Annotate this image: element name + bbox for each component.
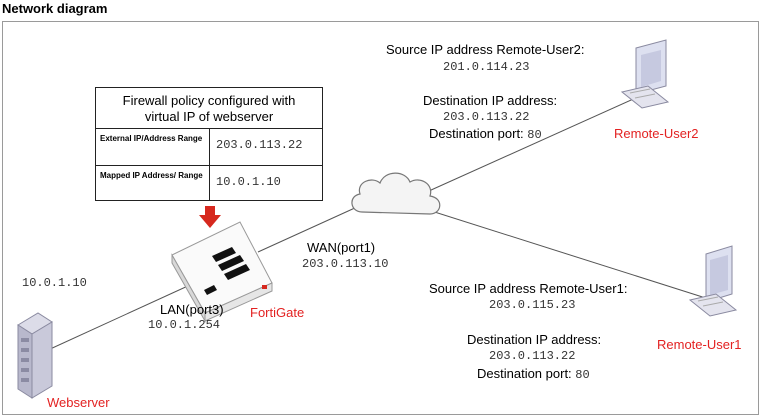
link-fortigate-cloud	[257, 201, 369, 253]
diagram-frame	[2, 21, 759, 415]
remote-user1-source-label: Source IP address Remote-User1:	[429, 281, 628, 296]
policy-table-heading: Firewall policy configured with virtual …	[96, 88, 322, 129]
policy-row-mapped: Mapped IP Address/ Range 10.0.1.10	[96, 165, 322, 201]
internet-cloud-icon	[351, 172, 441, 215]
link-fortigate-webserver	[47, 284, 191, 351]
diagram-title: Network diagram	[2, 1, 108, 16]
remote-user2-dest-ip: 203.0.113.22	[443, 110, 530, 124]
link-cloud-remote-user1	[421, 207, 713, 301]
policy-row-value: 10.0.1.10	[216, 175, 281, 189]
webserver-ip: 10.0.1.10	[22, 276, 87, 290]
lan-ip: 10.0.1.254	[148, 318, 221, 332]
policy-heading-line2: virtual IP of webserver	[144, 109, 274, 124]
remote-user2-port-label: Destination port:	[429, 126, 524, 141]
link-cloud-remote-user2	[419, 95, 641, 196]
remote-user2-source-label: Source IP address Remote-User2:	[386, 42, 585, 57]
webserver-icon	[17, 312, 53, 399]
remote-user2-port-line: Destination port: 80	[429, 126, 542, 142]
webserver-name: Webserver	[47, 395, 110, 410]
policy-row-value: 203.0.113.22	[216, 138, 303, 152]
remote-user2-port-value: 80	[527, 128, 542, 142]
remote-user1-name: Remote-User1	[657, 337, 742, 352]
wan-ip: 203.0.113.10	[302, 257, 389, 271]
remote-user2-monitor-icon	[620, 39, 670, 109]
firewall-policy-table: Firewall policy configured with virtual …	[95, 87, 323, 201]
policy-row-external: External IP/Address Range 203.0.113.22	[96, 129, 322, 165]
policy-arrow-icon	[199, 206, 221, 228]
remote-user1-source-ip: 203.0.115.23	[489, 298, 576, 312]
remote-user1-monitor-icon	[688, 245, 738, 317]
policy-heading-line1: Firewall policy configured with	[122, 93, 296, 108]
remote-user1-dest-label: Destination IP address:	[467, 332, 602, 347]
remote-user2-dest-label: Destination IP address:	[423, 93, 558, 108]
fortigate-device-icon	[171, 221, 273, 323]
remote-user1-port-label: Destination port:	[477, 366, 572, 381]
remote-user2-source-ip: 201.0.114.23	[443, 60, 530, 74]
lan-port-label: LAN(port3)	[160, 302, 224, 317]
wan-port-label: WAN(port1)	[307, 240, 376, 255]
policy-row-label: External IP/Address Range	[96, 129, 210, 165]
remote-user1-port-value: 80	[575, 368, 590, 382]
remote-user1-port-line: Destination port: 80	[477, 366, 590, 382]
policy-row-label: Mapped IP Address/ Range	[96, 166, 210, 201]
remote-user1-dest-ip: 203.0.113.22	[489, 349, 576, 363]
fortigate-name: FortiGate	[250, 305, 305, 320]
remote-user2-name: Remote-User2	[614, 126, 699, 141]
